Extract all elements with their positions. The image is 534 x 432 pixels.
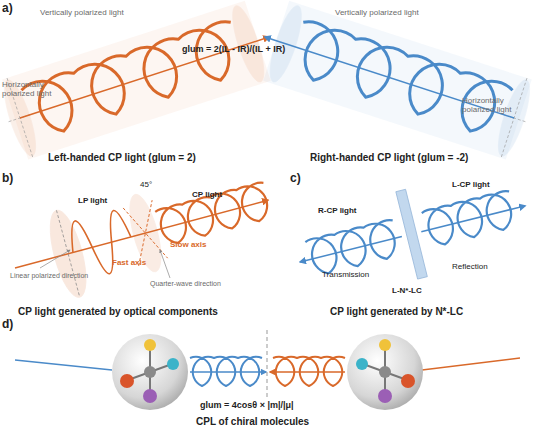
- axis-label: Vertically polarized light: [335, 8, 419, 17]
- panel-letter: c): [290, 172, 301, 186]
- beam-label: CP light: [192, 190, 222, 199]
- direction-label: Quarter-wave direction: [150, 280, 230, 288]
- panel-caption: Left-handed CP light (glum = 2): [48, 152, 196, 164]
- angle-label: 45°: [140, 180, 152, 189]
- axis-label: Horizontally polarized light: [2, 80, 72, 98]
- axis-label: Fast axis: [112, 258, 146, 267]
- panel-caption: CPL of chiral molecules: [196, 416, 309, 428]
- panel-letter: b): [2, 172, 13, 186]
- beam-label: L-CP light: [452, 180, 490, 189]
- panel-letter: d): [2, 318, 13, 332]
- panel-caption: CP light generated by N*-LC: [330, 306, 463, 318]
- axis-label: Vertically polarized light: [40, 8, 124, 17]
- panel-caption: Right-handed CP light (glum = -2): [310, 152, 468, 164]
- panel-caption: CP light generated by optical components: [18, 306, 218, 318]
- panel-letter: a): [2, 2, 13, 16]
- axis-label: Horizontally polarized light: [462, 96, 532, 114]
- beam-label: Reflection: [452, 262, 488, 271]
- axis-label: Slow axis: [170, 240, 206, 249]
- beam-label: LP light: [78, 196, 107, 205]
- beam-label: R-CP light: [318, 206, 357, 215]
- formula: glum = 2(IL - IR)/(IL + IR): [182, 44, 285, 54]
- direction-label: Linear polarized direction: [10, 272, 90, 280]
- plate-label: L-N*-LC: [392, 286, 422, 295]
- beam-label: Transmission: [322, 270, 369, 279]
- formula: glum = 4cosθ × |m|/|μ|: [200, 400, 293, 410]
